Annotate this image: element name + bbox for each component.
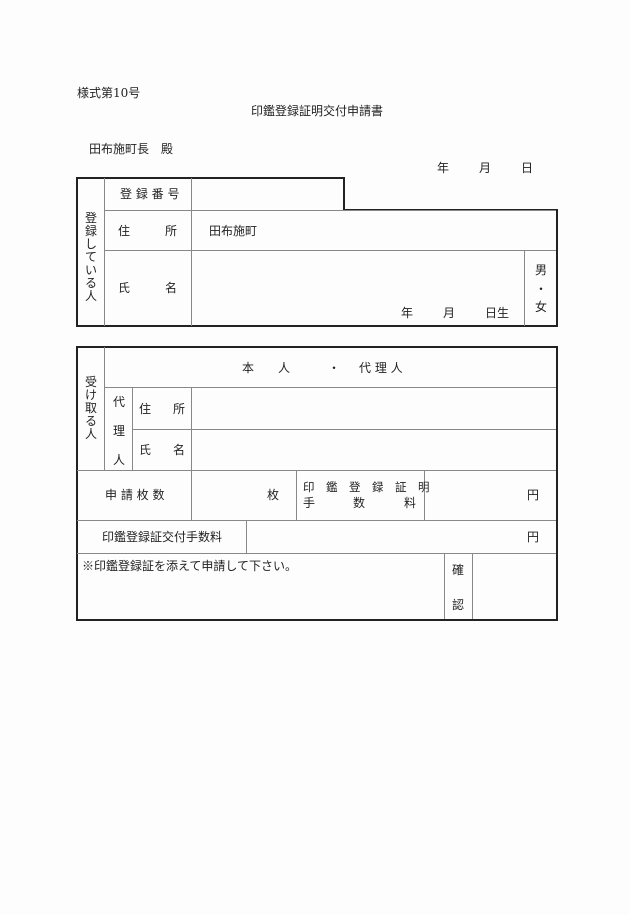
recipient-side-label: 受け取る人 (84, 375, 97, 441)
registration-number-field[interactable] (193, 179, 342, 209)
proxy-name-label-char1: 氏 (139, 443, 152, 457)
proxy-address-label-char1: 住 (139, 402, 152, 416)
issue-fee-field[interactable] (248, 522, 520, 552)
proxy-address-label-char2: 所 (173, 402, 186, 416)
sex-female-option[interactable]: 女 (535, 300, 548, 314)
sex-separator: ・ (535, 282, 548, 296)
cert-fee-label-line2-char2: 数 (353, 496, 366, 510)
proxy-option[interactable]: 代 理 人 (359, 361, 403, 375)
proxy-label-char1: 代 (113, 395, 126, 409)
birth-year-label: 年 (401, 306, 414, 320)
addressee: 田布施町長 殿 (89, 142, 174, 156)
copies-unit: 枚 (267, 488, 280, 502)
cert-fee-unit: 円 (527, 488, 540, 502)
date-day-label: 日 (521, 161, 534, 175)
address-label-char2: 所 (165, 224, 178, 238)
copies-field[interactable] (193, 472, 263, 519)
choice-separator: ・ (328, 361, 341, 375)
confirm-stamp-box[interactable] (474, 555, 555, 618)
confirm-label-char2: 認 (452, 598, 465, 612)
attachment-note: ※印鑑登録証を添えて申請して下さい。 (82, 559, 298, 573)
address-label-char1: 住 (118, 224, 131, 238)
proxy-label-char2: 理 (113, 424, 126, 438)
cert-fee-field[interactable] (426, 472, 521, 519)
registration-number-label: 登 録 番 号 (120, 187, 180, 201)
cert-fee-label-line2-char1: 手 (303, 496, 316, 510)
registrant-side-label: 登録している人 (84, 211, 97, 303)
birth-month-label: 月 (443, 306, 456, 320)
name-label-char2: 名 (165, 281, 178, 295)
confirm-label-char1: 確 (452, 563, 465, 577)
copies-label: 申 請 枚 数 (105, 488, 165, 502)
cert-fee-label-line1: 印 鑑 登 録 証 明 (303, 480, 430, 494)
form-number: 様式第10号 (77, 86, 141, 100)
name-label-char1: 氏 (118, 281, 131, 295)
registrant-name-field[interactable] (193, 252, 523, 302)
proxy-name-label-char2: 名 (173, 443, 186, 457)
date-year-label: 年 (437, 161, 450, 175)
proxy-address-field[interactable] (193, 389, 555, 428)
registrant-address-field[interactable]: 田布施町 (209, 224, 258, 238)
proxy-name-field[interactable] (193, 431, 555, 469)
self-option[interactable]: 本 人 (242, 361, 291, 375)
date-month-label: 月 (479, 161, 492, 175)
form-title: 印鑑登録証明交付申請書 (251, 104, 384, 118)
proxy-label-char3: 人 (113, 453, 126, 467)
issue-fee-unit: 円 (527, 530, 540, 544)
birth-day-label: 日生 (485, 306, 510, 320)
sex-male-option[interactable]: 男 (535, 263, 548, 277)
issue-fee-label: 印鑑登録証交付手数料 (102, 530, 223, 544)
cert-fee-label-line2-char3: 料 (404, 496, 417, 510)
